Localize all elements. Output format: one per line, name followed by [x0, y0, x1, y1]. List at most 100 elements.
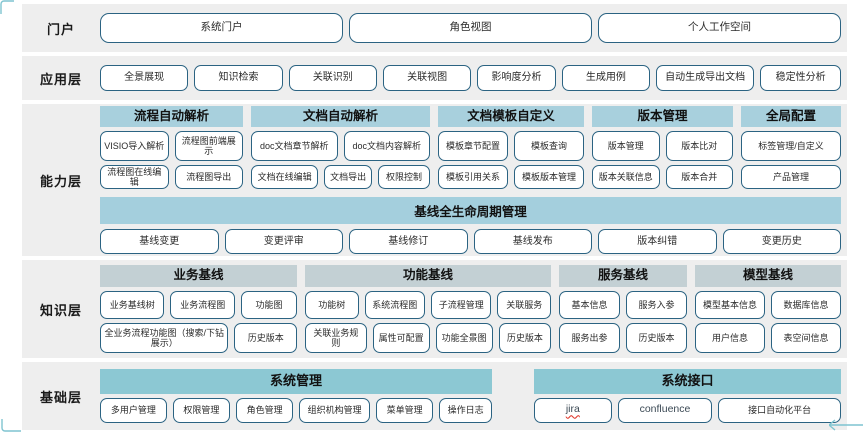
kn-item-function-chart[interactable]: 功能图: [240, 290, 297, 319]
capability-groups: 流程自动解析 VISIO导入解析 流程图前端展示 流程图在线编辑 流程图导出 文…: [100, 105, 841, 190]
cap-item-template-query[interactable]: 模板查询: [514, 131, 584, 162]
kn-item-database-info[interactable]: 数据库信息: [771, 290, 841, 319]
cap-item-visio-import-parse[interactable]: VISIO导入解析: [100, 131, 169, 162]
cap-item-doc-export[interactable]: 文档导出: [324, 165, 373, 190]
knowledge-group-function-baseline: 功能基线 功能树 系统流程图 子流程管理 关联服务 关联业务规则 属性可配置 功…: [305, 265, 551, 353]
kn-item-service-output-param[interactable]: 服务出参: [559, 322, 620, 353]
app-item-impact-analysis[interactable]: 影响度分析: [477, 65, 556, 91]
layer-label-application: 应用层: [39, 71, 82, 87]
group-row: 用户信息 表空间信息: [695, 322, 841, 353]
cap-item-product-manage[interactable]: 产品管理: [741, 165, 841, 190]
infra-item-interface-automation-platform[interactable]: 接口自动化平台: [718, 397, 841, 423]
cap-item-doc-chapter-parse[interactable]: doc文档章节解析: [251, 131, 338, 162]
knowledge-group-model-baseline: 模型基线 模型基本信息 数据库信息 用户信息 表空间信息: [695, 265, 841, 353]
group-row: 流程图在线编辑 流程图导出: [100, 165, 243, 190]
infra-item-confluence[interactable]: confluence: [617, 397, 713, 423]
kn-item-history-version-service[interactable]: 历史版本: [626, 322, 687, 353]
cap-item-version-merge[interactable]: 版本合并: [665, 165, 733, 190]
infra-item-operation-log[interactable]: 操作日志: [439, 397, 492, 423]
kn-item-history-version-business[interactable]: 历史版本: [234, 322, 297, 353]
app-item-auto-export-doc[interactable]: 自动生成导出文档: [656, 65, 755, 91]
group-header-doc-parse: 文档自动解析: [251, 105, 430, 128]
kn-item-history-version-function[interactable]: 历史版本: [498, 322, 551, 353]
infra-item-multi-user-manage[interactable]: 多用户管理: [100, 397, 167, 423]
cap-item-template-version-manage[interactable]: 模板版本管理: [514, 165, 584, 190]
application-items: 全景展现 知识检索 关联识别 关联视图 影响度分析 生成用例 自动生成导出文档 …: [100, 65, 841, 91]
app-item-stability-analysis[interactable]: 稳定性分析: [760, 65, 841, 91]
cap-item-template-reference-relation[interactable]: 模板引用关系: [438, 165, 508, 190]
lifecycle-item-change-review[interactable]: 变更评审: [224, 229, 343, 255]
kn-item-function-panorama[interactable]: 功能全景图: [435, 322, 493, 353]
app-item-knowledge-search[interactable]: 知识检索: [194, 65, 283, 91]
frame-corner-top-left: [0, 0, 14, 14]
cap-item-doc-content-parse[interactable]: doc文档内容解析: [343, 131, 430, 162]
kn-item-user-info[interactable]: 用户信息: [695, 322, 765, 353]
layer-band-infrastructure: 基础层 系统管理 多用户管理 权限管理 角色管理 组织机构管理 菜单管理 操作日…: [22, 362, 847, 430]
layer-label-capability: 能力层: [39, 173, 82, 189]
kn-item-function-tree[interactable]: 功能树: [305, 290, 359, 319]
layer-label-knowledge: 知识层: [39, 302, 82, 318]
portal-items: 系统门户 角色视图 个人工作空间: [100, 13, 841, 43]
cap-item-version-relation-info[interactable]: 版本关联信息: [592, 165, 660, 190]
kn-item-service-input-param[interactable]: 服务入参: [626, 290, 687, 319]
infra-item-menu-manage[interactable]: 菜单管理: [375, 397, 434, 423]
group-row: 基本信息 服务入参: [559, 290, 687, 319]
cap-item-version-manage[interactable]: 版本管理: [592, 131, 660, 162]
infra-item-jira[interactable]: jira: [534, 397, 612, 423]
kn-item-system-flowchart[interactable]: 系统流程图: [364, 290, 425, 319]
cap-item-flowchart-frontend-display[interactable]: 流程图前端展示: [174, 131, 243, 162]
kn-item-basic-info[interactable]: 基本信息: [559, 290, 620, 319]
kn-item-attribute-configurable[interactable]: 属性可配置: [372, 322, 430, 353]
cap-item-version-compare[interactable]: 版本比对: [665, 131, 733, 162]
knowledge-group-service-baseline: 服务基线 基本信息 服务入参 服务出参 历史版本: [559, 265, 687, 353]
kn-item-model-basic-info[interactable]: 模型基本信息: [695, 290, 765, 319]
group-row: doc文档章节解析 doc文档内容解析: [251, 131, 430, 162]
kn-item-business-flowchart[interactable]: 业务流程图: [170, 290, 235, 319]
app-item-generate-usecase[interactable]: 生成用例: [561, 65, 651, 91]
infra-item-permission-manage[interactable]: 权限管理: [172, 397, 231, 423]
lifecycle-item-baseline-publish[interactable]: 基线发布: [473, 229, 592, 255]
portal-item-role-view[interactable]: 角色视图: [349, 13, 592, 43]
group-row: 文档在线编辑 文档导出 权限控制: [251, 165, 430, 190]
app-item-relation-view[interactable]: 关联视图: [382, 65, 472, 91]
lifecycle-item-version-correction[interactable]: 版本纠错: [598, 229, 717, 255]
cap-item-tag-manage-custom[interactable]: 标签管理/自定义: [741, 131, 841, 162]
infra-group-system-management: 系统管理 多用户管理 权限管理 角色管理 组织机构管理 菜单管理 操作日志: [100, 369, 492, 423]
group-row: 服务出参 历史版本: [559, 322, 687, 353]
portal-item-system-portal[interactable]: 系统门户: [100, 13, 343, 43]
kn-item-subprocess-manage[interactable]: 子流程管理: [431, 290, 492, 319]
baseline-lifecycle-items: 基线变更 变更评审 基线修订 基线发布 版本纠错 变更历史: [100, 229, 841, 255]
group-row: 多用户管理 权限管理 角色管理 组织机构管理 菜单管理 操作日志: [100, 397, 492, 423]
layer-label-portal: 门户: [46, 21, 75, 37]
group-row: 模板引用关系 模板版本管理: [438, 165, 584, 190]
lifecycle-item-baseline-change[interactable]: 基线变更: [100, 229, 219, 255]
portal-item-personal-workspace[interactable]: 个人工作空间: [598, 13, 841, 43]
frame-corner-bottom-left: [1, 419, 21, 432]
kn-item-related-business-rule[interactable]: 关联业务规则: [305, 322, 367, 353]
cap-item-template-chapter-config[interactable]: 模板章节配置: [438, 131, 508, 162]
cap-item-doc-online-edit[interactable]: 文档在线编辑: [251, 165, 319, 190]
lifecycle-item-baseline-revise[interactable]: 基线修订: [349, 229, 468, 255]
layer-body-portal: 系统门户 角色视图 个人工作空间: [100, 13, 847, 43]
group-header-service-baseline: 服务基线: [559, 265, 687, 287]
kn-item-business-baseline-tree[interactable]: 业务基线树: [100, 290, 165, 319]
jira-label: jira: [565, 403, 580, 416]
cap-item-permission-control[interactable]: 权限控制: [378, 165, 430, 190]
layer-body-infrastructure: 系统管理 多用户管理 权限管理 角色管理 组织机构管理 菜单管理 操作日志 系统…: [100, 369, 847, 423]
group-header-model-baseline: 模型基线: [695, 265, 841, 287]
kn-item-full-business-process-function-chart[interactable]: 全业务流程功能图（搜索/下钻展示）: [100, 322, 229, 353]
kn-item-related-service[interactable]: 关联服务: [497, 290, 551, 319]
app-item-relation-identify[interactable]: 关联识别: [288, 65, 377, 91]
group-row: 标签管理/自定义: [741, 131, 841, 162]
knowledge-group-business-baseline: 业务基线 业务基线树 业务流程图 功能图 全业务流程功能图（搜索/下钻展示） 历…: [100, 265, 297, 353]
infra-item-org-structure-manage[interactable]: 组织机构管理: [299, 397, 370, 423]
layer-band-application: 应用层 全景展现 知识检索 关联识别 关联视图 影响度分析 生成用例 自动生成导…: [22, 56, 847, 100]
app-item-panorama[interactable]: 全景展现: [100, 65, 189, 91]
infra-item-role-manage[interactable]: 角色管理: [236, 397, 294, 423]
kn-item-tablespace-info[interactable]: 表空间信息: [771, 322, 841, 353]
layer-body-application: 全景展现 知识检索 关联识别 关联视图 影响度分析 生成用例 自动生成导出文档 …: [100, 65, 847, 91]
cap-item-flowchart-export[interactable]: 流程图导出: [174, 165, 243, 190]
lifecycle-item-change-history[interactable]: 变更历史: [722, 229, 841, 255]
cap-item-flowchart-online-edit[interactable]: 流程图在线编辑: [100, 165, 169, 190]
group-header-system-management: 系统管理: [100, 369, 492, 394]
